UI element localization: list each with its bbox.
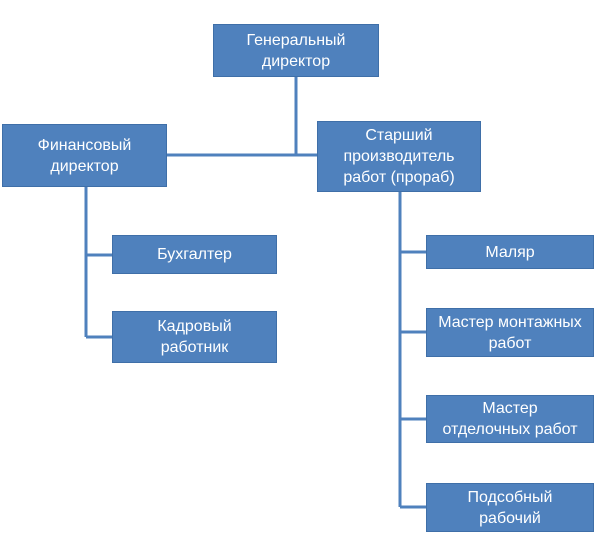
node-accountant: Бухгалтер xyxy=(112,235,277,274)
node-installation-master: Мастер монтажных работ xyxy=(426,308,594,357)
node-painter: Маляр xyxy=(426,235,594,269)
node-financial-director: Финансовый директор xyxy=(2,124,167,187)
node-helper-worker: Подсобный рабочий xyxy=(426,483,594,532)
node-hr-officer: Кадровый работник xyxy=(112,311,277,363)
node-general-director: Генеральный директор xyxy=(213,24,379,77)
node-finishing-master: Мастер отделочных работ xyxy=(426,395,594,443)
node-senior-foreman: Старший производитель работ (прораб) xyxy=(317,121,481,192)
